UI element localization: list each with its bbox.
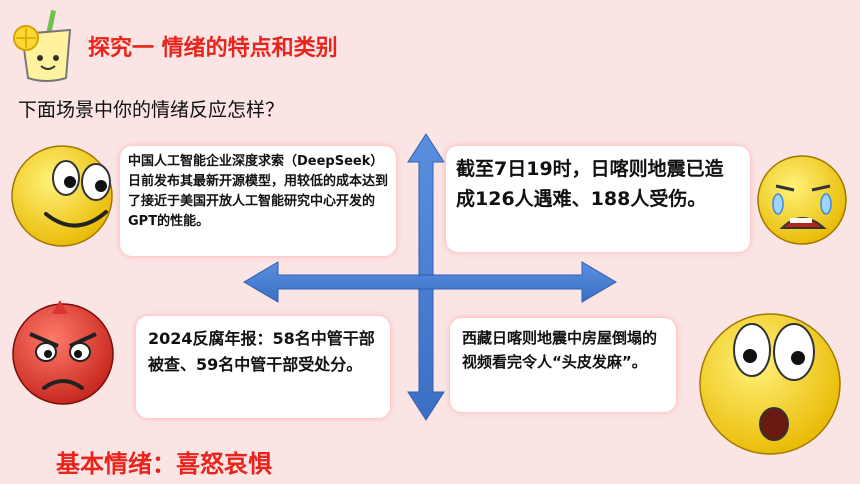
- basic-emotions-label: 基本情绪：喜怒哀惧: [56, 450, 272, 478]
- question-text: 下面场景中你的情绪反应怎样？: [18, 99, 285, 121]
- scenario-box-anticorruption: 2024反腐年报：58名中管干部被查、59名中管干部受处分。: [136, 316, 390, 418]
- scenario-box-earthquake-video: 西藏日喀则地震中房屋倒塌的视频看完令人“头皮发麻”。: [450, 318, 676, 412]
- angry-face-icon: [12, 300, 114, 405]
- lemonade-icon: [13, 9, 72, 82]
- scenario-box-ai: 中国人工智能企业深度求索（DeepSeek）日前发布其最新开源模型，用较低的成本…: [120, 146, 396, 256]
- page-title: 探究一 情绪的特点和类别: [88, 36, 338, 61]
- happy-face-icon: [11, 145, 113, 247]
- scared-face-icon: [699, 313, 841, 455]
- scenario-box-earthquake-toll: 截至7日19时，日喀则地震已造成126人遇难、188人受伤。: [446, 146, 750, 252]
- crying-face-icon: [757, 155, 847, 245]
